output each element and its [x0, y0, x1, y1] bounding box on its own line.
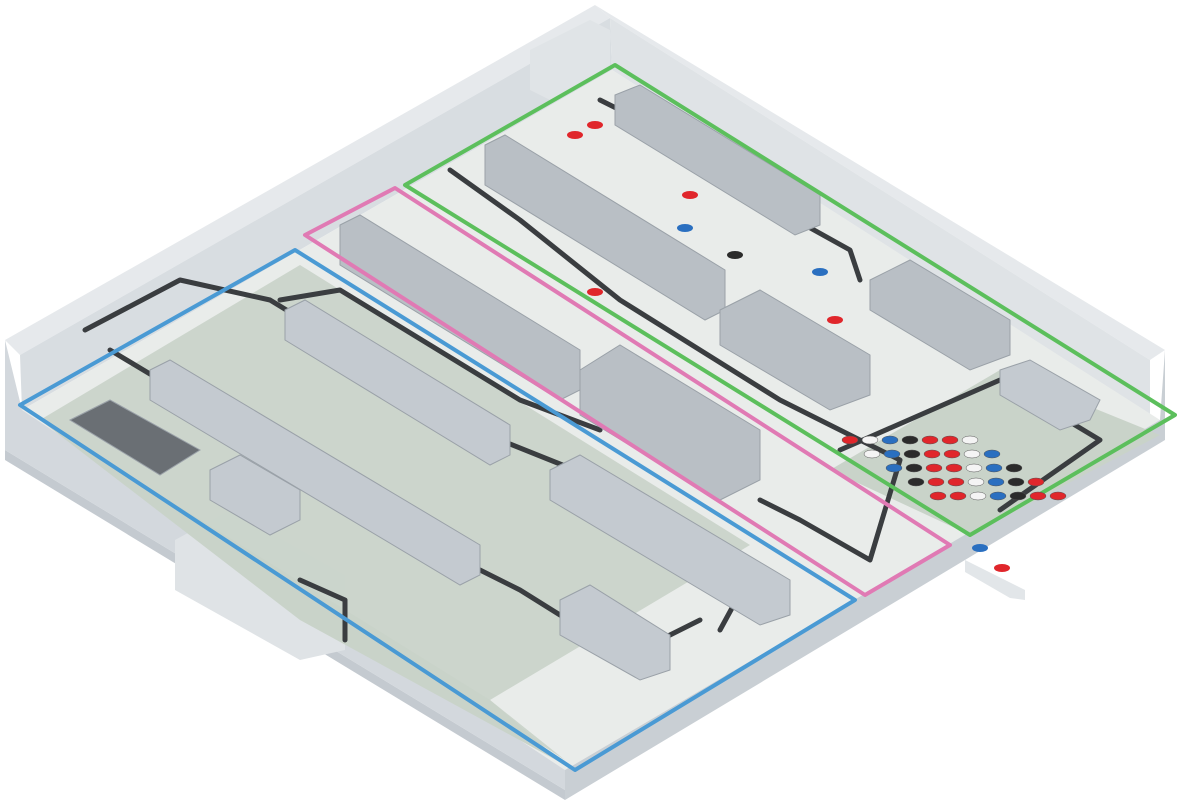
car — [812, 268, 828, 276]
slab-right-edge — [565, 350, 1165, 800]
car — [587, 121, 603, 129]
conveyor-line — [447, 167, 903, 563]
car — [677, 224, 693, 232]
car — [987, 477, 1005, 487]
left-wall-inner — [20, 18, 612, 410]
car — [1029, 491, 1047, 501]
car — [1009, 491, 1027, 501]
car — [943, 449, 961, 459]
car-storage — [567, 121, 1067, 572]
car — [972, 544, 988, 552]
zone-blue — [18, 248, 857, 772]
car — [923, 449, 941, 459]
car — [963, 449, 981, 459]
car — [1049, 491, 1067, 501]
car — [969, 491, 987, 501]
zone-pink — [303, 186, 952, 597]
car — [885, 463, 903, 473]
oven-row — [614, 84, 821, 236]
left-wall-top — [5, 5, 610, 355]
car — [985, 463, 1003, 473]
car — [929, 491, 947, 501]
car — [567, 131, 583, 139]
car — [983, 449, 1001, 459]
car — [863, 449, 881, 459]
zone-green — [403, 63, 1177, 537]
storage-unit — [209, 454, 301, 536]
car — [841, 435, 859, 445]
car — [967, 477, 985, 487]
zone-loops — [18, 63, 1177, 772]
final-line — [559, 584, 671, 681]
car — [947, 477, 965, 487]
car — [949, 491, 967, 501]
car — [682, 191, 698, 199]
car — [903, 449, 921, 459]
sealing-line — [549, 454, 791, 626]
exit-ramp — [965, 560, 1025, 600]
car — [587, 288, 603, 296]
car — [1005, 463, 1023, 473]
car — [883, 449, 901, 459]
car — [907, 477, 925, 487]
top-coat-oven — [869, 259, 1011, 371]
conveyor-line — [297, 577, 348, 643]
inspection-booth — [999, 359, 1101, 431]
car — [994, 564, 1010, 572]
car — [961, 435, 979, 445]
car — [921, 435, 939, 445]
machine-rows — [68, 84, 1101, 681]
car — [945, 463, 963, 473]
right-wall-top — [595, 5, 1165, 360]
pretreatment-row — [284, 299, 511, 466]
car — [925, 463, 943, 473]
car — [881, 435, 899, 445]
car — [905, 463, 923, 473]
car — [989, 491, 1007, 501]
car — [861, 435, 879, 445]
dip-tank — [68, 399, 201, 476]
curing-oven — [719, 289, 871, 411]
car — [1007, 477, 1025, 487]
car — [901, 435, 919, 445]
car — [1027, 477, 1045, 487]
car — [941, 435, 959, 445]
car — [827, 316, 843, 324]
car — [927, 477, 945, 487]
car — [727, 251, 743, 259]
curing-oven — [579, 344, 761, 501]
car — [965, 463, 983, 473]
pretreatment-row — [149, 359, 481, 586]
